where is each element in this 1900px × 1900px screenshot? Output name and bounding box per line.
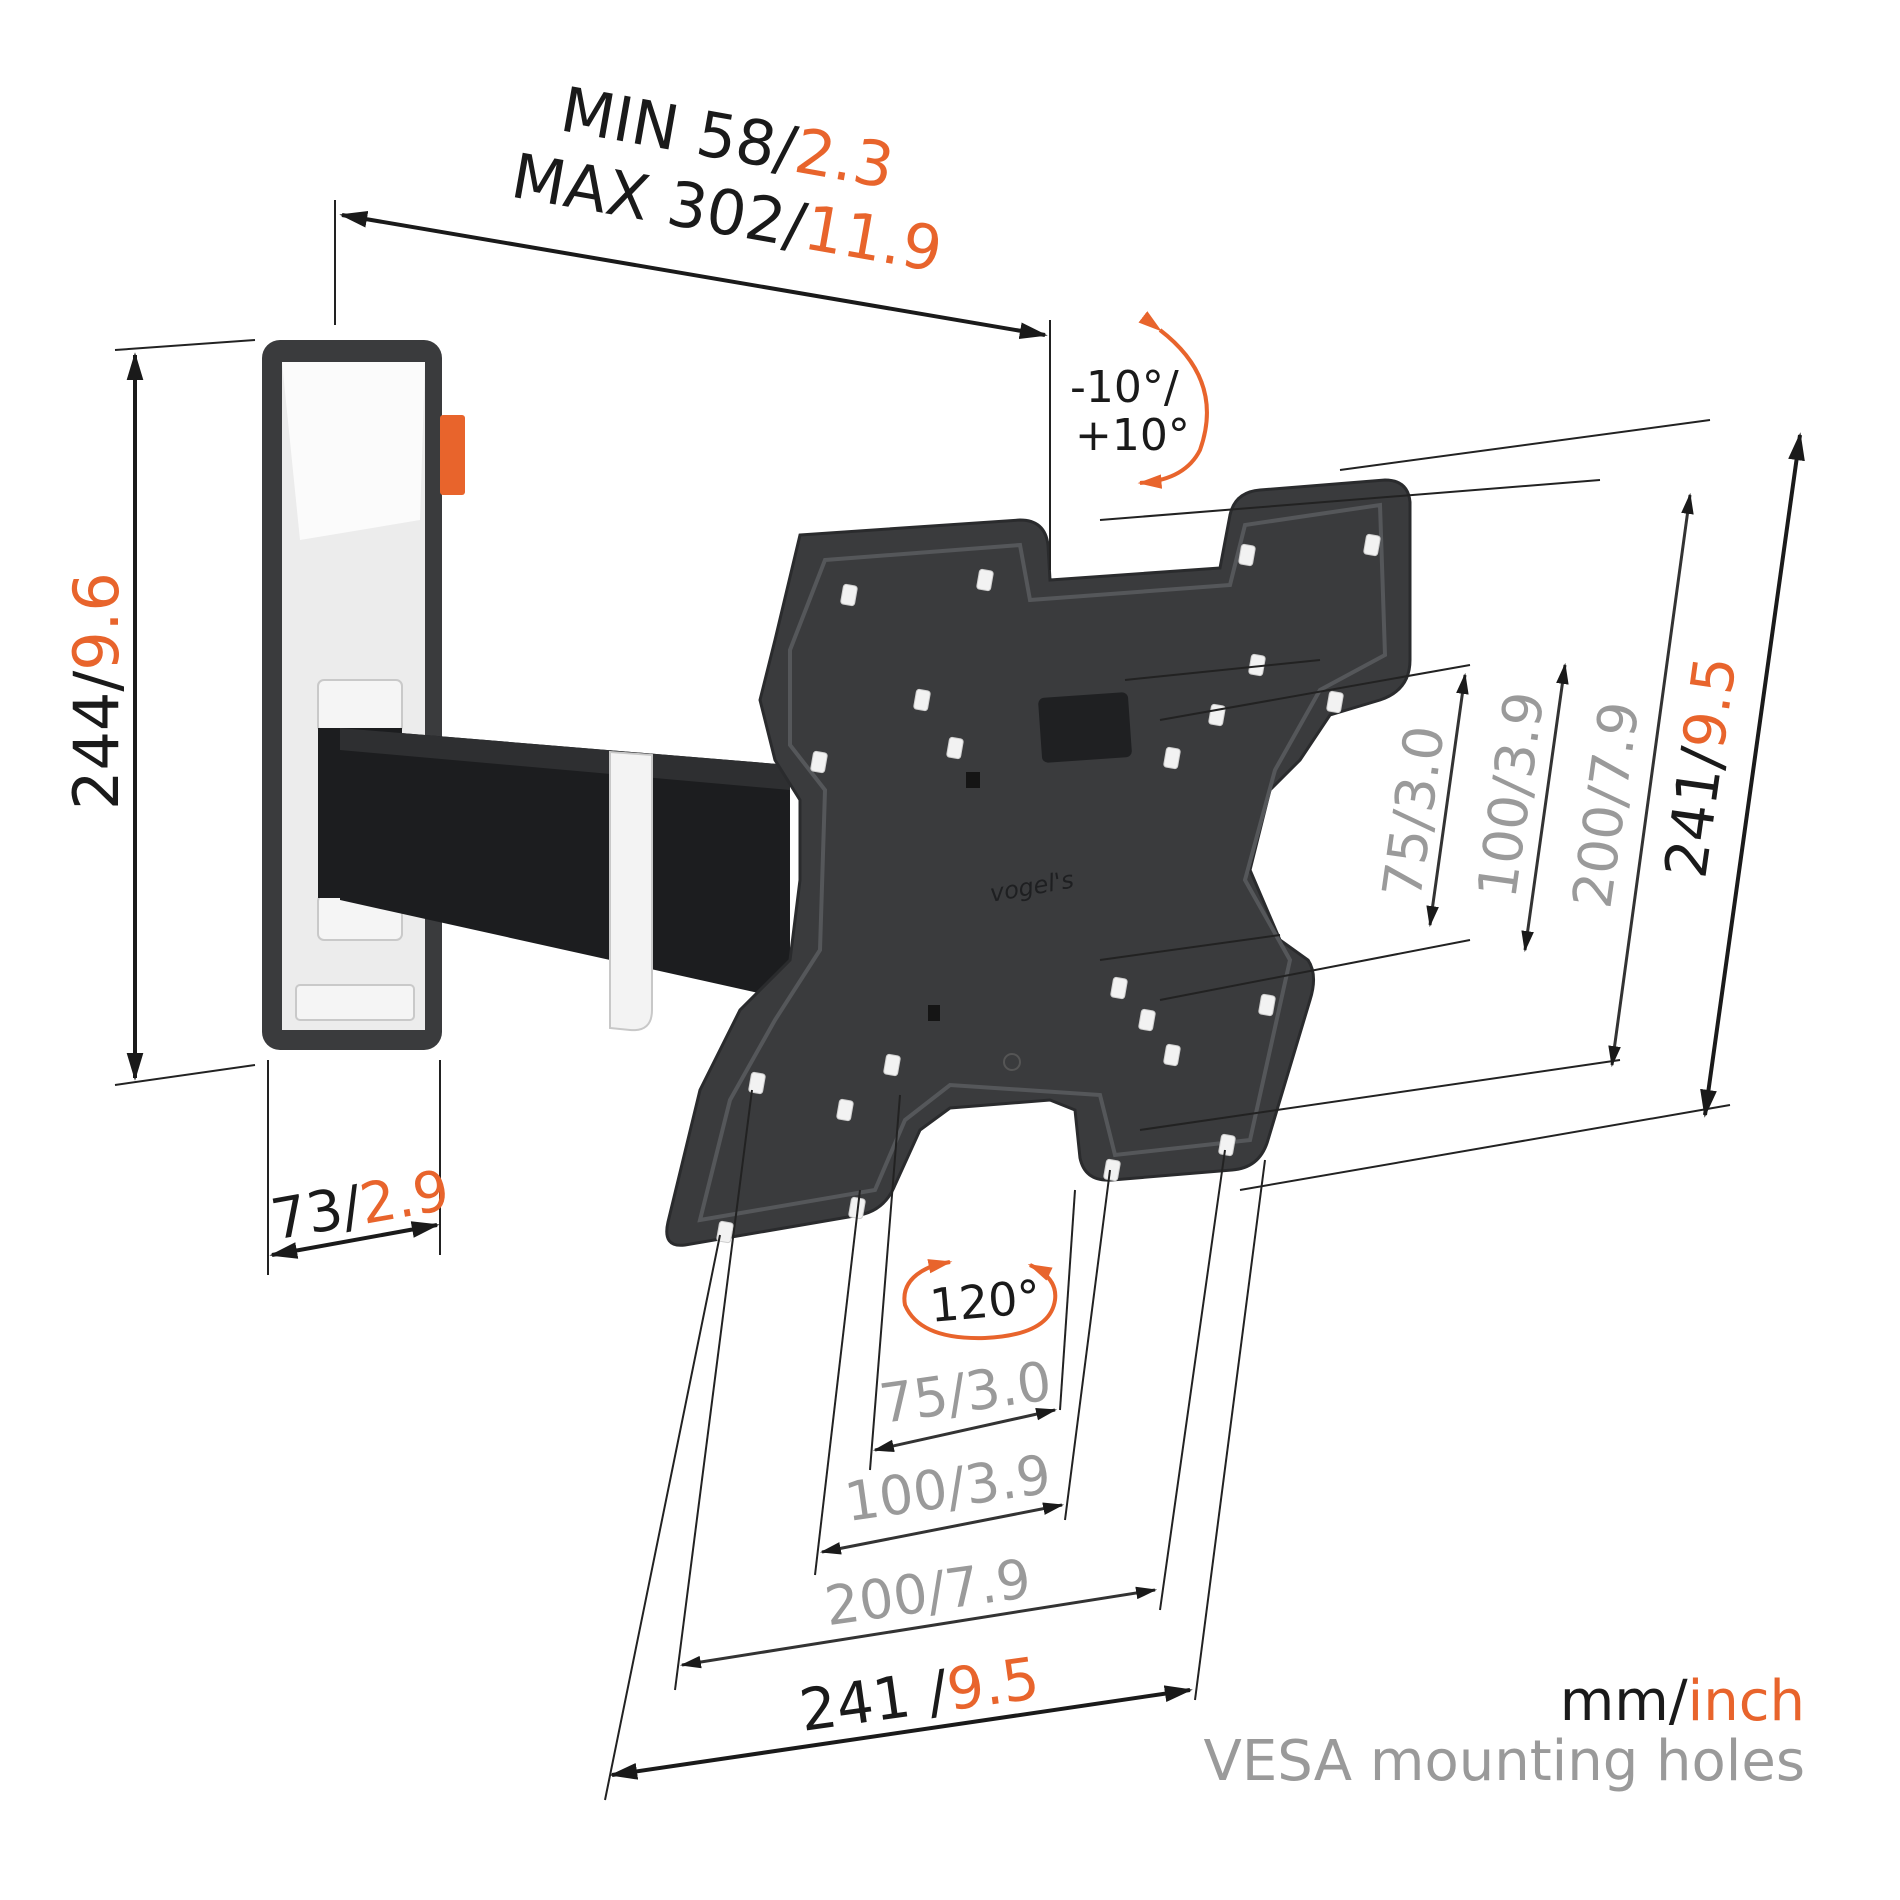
vesa-horizontal-dimensions: 75/3.0 100/3.9 200/7.9 241 /9.5 [604, 1089, 1266, 1801]
units-label: mm/inch [1560, 1669, 1805, 1734]
vesa-v-241-label: 241/9.5 [1652, 652, 1750, 882]
mounting-hole [840, 583, 858, 607]
mounting-hole [1163, 746, 1181, 770]
tilt-indicator: -10°/ +10° [1070, 311, 1209, 489]
wall-width-dimension: 73/2.9 [266, 1060, 454, 1275]
vesa-v-200-label: 200/7.9 [1560, 698, 1651, 912]
mounting-hole [748, 1071, 766, 1095]
tilt-label-line1: -10°/ [1070, 362, 1179, 413]
units-legend: mm/inch VESA mounting holes [1204, 1669, 1805, 1794]
mounting-hole [913, 688, 931, 712]
mounting-hole [1258, 993, 1276, 1017]
swivel-indicator: 120° [902, 1259, 1058, 1341]
swivel-label: 120° [928, 1269, 1043, 1332]
upper-hinge-cap [317, 679, 403, 733]
mounting-hole [1110, 976, 1128, 1000]
center-latch [1038, 692, 1132, 763]
mounting-hole [836, 1098, 854, 1122]
mounting-hole [1163, 1043, 1181, 1067]
mounting-hole [883, 1053, 901, 1077]
mounting-hole [1138, 1008, 1156, 1032]
wall-height-dimension: 244/9.6 [60, 339, 256, 1086]
depth-dimension: MIN 58/2.3 MAX 302/11.9 [334, 73, 1051, 570]
vesa-caption: VESA mounting holes [1204, 1729, 1805, 1794]
mounting-hole [1363, 533, 1381, 557]
mounting-hole [1218, 1133, 1236, 1157]
vesa-h-200-label: 200/7.9 [821, 1547, 1035, 1638]
vesa-h-75-label: 75/3.0 [875, 1349, 1055, 1435]
wall-width-label: 73/2.9 [266, 1158, 454, 1253]
vesa-h-100-label: 100/3.9 [841, 1443, 1055, 1534]
mounting-hole [1208, 703, 1226, 727]
tilt-label-line2: +10° [1075, 410, 1190, 461]
bottom-clip [295, 984, 415, 1021]
wall-plate [262, 340, 465, 1050]
cable-clip [609, 750, 653, 1032]
mounting-hole [1103, 1158, 1121, 1182]
mounting-hole [976, 568, 994, 592]
tv-plate: vogel's [665, 478, 1412, 1247]
orange-tab [440, 415, 465, 495]
mounting-hole [716, 1220, 734, 1244]
vesa-holes [716, 533, 1381, 1244]
mounting-hole [1326, 690, 1344, 714]
vesa-v-75-label: 75/3.0 [1370, 722, 1456, 902]
vesa-v-100-label: 100/3.9 [1465, 688, 1556, 902]
mounting-hole [810, 750, 828, 774]
mounting-hole [1238, 543, 1256, 567]
vesa-vertical-dimensions: 75/3.0 100/3.9 200/7.9 241/9.5 [1099, 419, 1805, 1191]
tilt-arrow [1137, 311, 1209, 489]
mounting-hole [946, 736, 964, 760]
swivel-arm [318, 728, 790, 1032]
wall-height-label: 244/9.6 [60, 572, 133, 810]
